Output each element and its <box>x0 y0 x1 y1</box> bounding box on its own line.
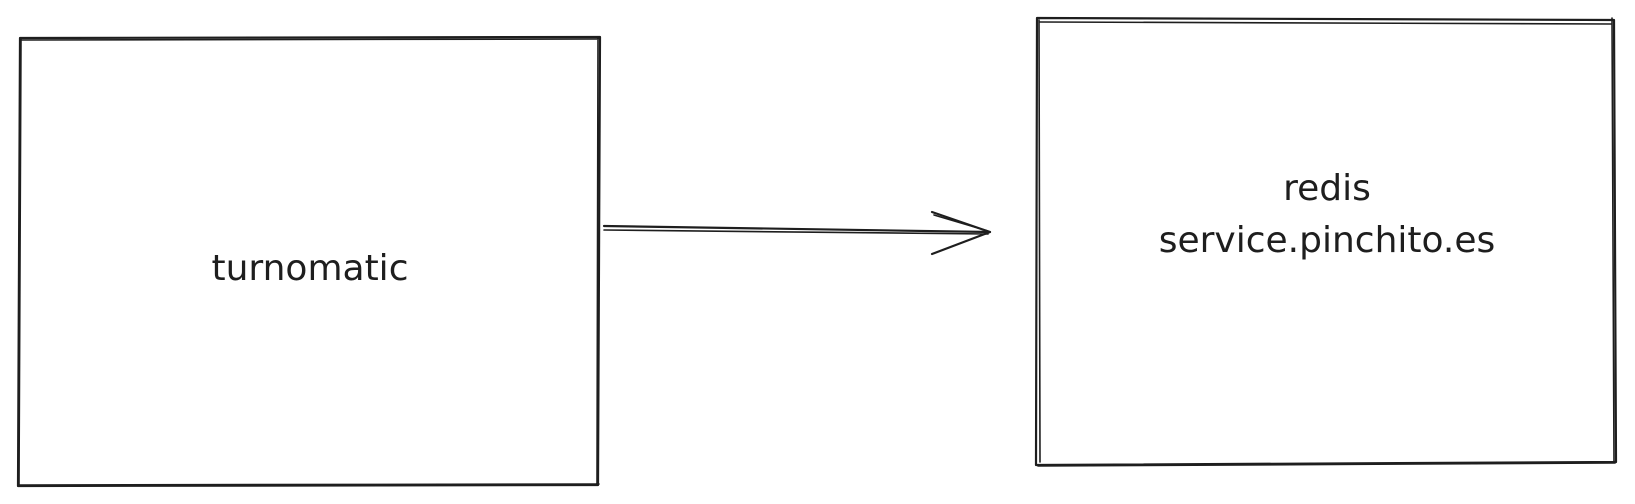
arrow-shaft <box>602 224 992 234</box>
node-redis[interactable]: redis service.pinchito.es <box>1034 16 1618 467</box>
node-turnomatic-border-sketch <box>18 37 600 487</box>
node-turnomatic[interactable]: turnomatic <box>16 35 602 488</box>
arrow-head-sketch <box>933 214 989 232</box>
node-redis-label-line-2: service.pinchito.es <box>1159 220 1496 261</box>
node-turnomatic-label: turnomatic <box>212 248 409 289</box>
node-redis-border <box>1034 16 1618 467</box>
node-turnomatic-border <box>16 35 602 488</box>
node-redis-label-line-1: redis <box>1283 168 1371 209</box>
node-redis-border-sketch <box>1037 17 1616 467</box>
edge-turnomatic-to-redis <box>602 210 992 256</box>
arrow-head <box>930 210 992 256</box>
arrow-shaft-sketch <box>603 229 989 235</box>
